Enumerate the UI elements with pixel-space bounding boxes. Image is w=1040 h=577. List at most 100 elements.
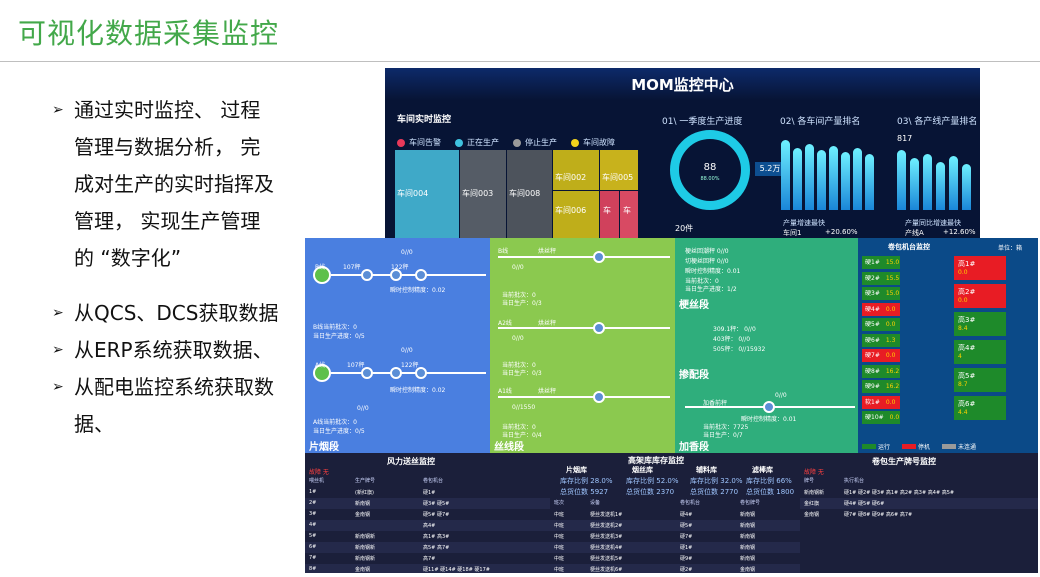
bullet-arrow-icon: ➢ (52, 102, 64, 118)
stem-flavor-node (763, 401, 775, 413)
roller-value: 16.2 (885, 383, 900, 390)
workshop-tile-003: 车间003 (460, 150, 506, 238)
table-row: 中班梗丝发送机1#硬4#新南钢 (550, 509, 800, 520)
table-header-cell: 班次 (554, 500, 565, 506)
table-cell: 新南钢 (740, 545, 756, 551)
legend-label: 未连通 (958, 444, 977, 451)
table-cell: 新南钢新 (355, 556, 376, 562)
table-cell: 梗丝发送机3# (590, 534, 623, 540)
wind-title: 风力送丝监控 (387, 457, 435, 466)
table-row: 2#新南钢硬3# 硬5# (305, 498, 550, 509)
table-cell: 梗丝发送机2# (590, 523, 623, 529)
roller-cell: 硬6#1.3 (862, 333, 900, 347)
title-divider (0, 61, 1040, 62)
table-row: 8#金南钢硬11# 硬14# 硬18# 硬17# (305, 564, 550, 573)
silk-a1-path (498, 396, 670, 398)
ratio-label: 库存比例 (690, 477, 721, 485)
table-cell: 中班 (554, 534, 565, 540)
roller-name: 高1# (958, 260, 976, 268)
roller-legend-item: 停机 (902, 442, 930, 451)
roller-name: 硬1# (865, 259, 880, 266)
table-cell: 硬4# (680, 512, 693, 518)
ratio-value: 66% (776, 477, 792, 485)
legend-swatch (862, 444, 876, 449)
roller-value: 8.7 (958, 381, 968, 388)
a-end-node (415, 367, 427, 379)
table-cell: 硬1# 硬2# 硬3# 高1# 高2# 高3# 高4# 高5# (844, 490, 955, 496)
roller-value: 4.4 (958, 409, 968, 416)
roller-value: 8.4 (958, 325, 968, 332)
rank-bars (781, 130, 881, 210)
legend-item: 停止生产 (513, 138, 557, 147)
panel-cigarette: B线 107秤 122秤 0//0 瞬时控制精度：0.02 B线当前批次：0 当… (305, 238, 490, 453)
legend-label: 车间告警 (409, 138, 441, 147)
table-cell: 硬7# (680, 534, 693, 540)
warehouse-slots: 总货位数 5927 (560, 487, 608, 497)
table-cell: 5# (309, 533, 317, 539)
brand-title: 卷包生产牌号监控 (872, 457, 936, 466)
ratio-value: 28.0% (590, 477, 613, 485)
rank-bar (817, 150, 826, 210)
slots-label: 总货位数 (690, 488, 721, 496)
roller-value: 16.2 (885, 367, 900, 375)
bullet-text: 通过实时监控、 过程管理与数据分析， 完成对生产的实时指挥及管理， 实现生产管理… (74, 92, 304, 277)
rollers-unit: 单位：箱 (998, 245, 1023, 252)
table-cell: 新南钢新 (355, 545, 376, 551)
table-cell: 金红旗 (804, 501, 820, 507)
panel-warehouse: 高架库库存监控 班次设备卷包机台卷包牌号中班梗丝发送机1#硬4#新南钢中班梗丝发… (550, 453, 800, 573)
roller-cell: 软1#0.0 (862, 395, 900, 409)
bullet-line: 从QCS、DCS获取数据 (74, 301, 279, 325)
roller-cell-large: 高3#8.4 (954, 312, 1006, 336)
roller-name: 硬6# (865, 336, 880, 344)
workshop-tile-008: 车间008 (507, 150, 552, 238)
rank-bar (805, 144, 814, 210)
table-row: 5#新南钢新高1# 高3# (305, 531, 550, 542)
roller-value: 0.0 (885, 352, 896, 359)
progress-pct: 88.00% (700, 176, 720, 182)
roller-name: 硬10# (865, 414, 884, 421)
b-122-node (390, 269, 402, 281)
line-bar (897, 150, 906, 210)
table-header-cell: 卷包机台 (680, 500, 701, 506)
legend-swatch (942, 444, 956, 449)
progress-ring (670, 130, 750, 210)
roller-name: 硬8# (865, 367, 880, 375)
line-bars (897, 144, 977, 210)
ratio-value: 32.0% (720, 477, 743, 485)
table-cell: 梗丝发送机6# (590, 567, 623, 573)
bullet-arrow-icon: ➢ (52, 305, 64, 321)
roller-cell-large: 高4#4 (954, 340, 1006, 364)
table-cell: 硬1# (423, 490, 436, 496)
table-cell: 4# (309, 522, 317, 528)
table-header-cell: 牌号 (804, 478, 815, 484)
legend-dot-icon (513, 138, 521, 147)
warehouse-ratio: 库存比例 66% (746, 476, 792, 486)
warehouse-col: 片烟库 (566, 466, 587, 474)
process-dashboard-image: B线 107秤 122秤 0//0 瞬时控制精度：0.02 B线当前批次：0 当… (305, 238, 1038, 573)
table-row: 中班梗丝发送机4#硬1#新南钢 (550, 542, 800, 553)
silk-a2-path (498, 327, 670, 329)
roller-name: 高2# (958, 288, 976, 296)
progress-box: 5.2万 (755, 162, 785, 176)
ratio-value: 52.0% (656, 477, 679, 485)
table-cell: 高5# 高7# (423, 545, 450, 551)
bullet-arrow-icon: ➢ (52, 379, 64, 395)
legend-label: 停机 (918, 444, 931, 451)
rank-bar (781, 140, 790, 210)
line-note-2: 产线A (905, 229, 924, 237)
roller-cell: 硬5#0.0 (862, 318, 900, 331)
warehouse-col: 滤棒库 (752, 466, 773, 474)
bullet-line: 成对生产的实时指挥及 (74, 172, 274, 196)
roller-value: 0.0 (889, 414, 900, 421)
slots-value: 5927 (590, 488, 609, 496)
panel-brand: 卷包生产牌号监控 故障 无 牌号执行机台新南钢新硬1# 硬2# 硬3# 高1# … (800, 453, 1038, 573)
roller-value: 0.0 (885, 305, 896, 313)
workshop-tile-006: 车间006 (553, 191, 599, 238)
rank-bar (865, 154, 874, 210)
legend-label: 运行 (878, 444, 891, 451)
line-note-3: +12.60% (943, 228, 976, 236)
table-cell: 硬3# 硬5# (423, 501, 450, 507)
table-header-cell: 喂丝机 (309, 478, 325, 484)
table-cell: 新南钢新 (804, 490, 825, 496)
